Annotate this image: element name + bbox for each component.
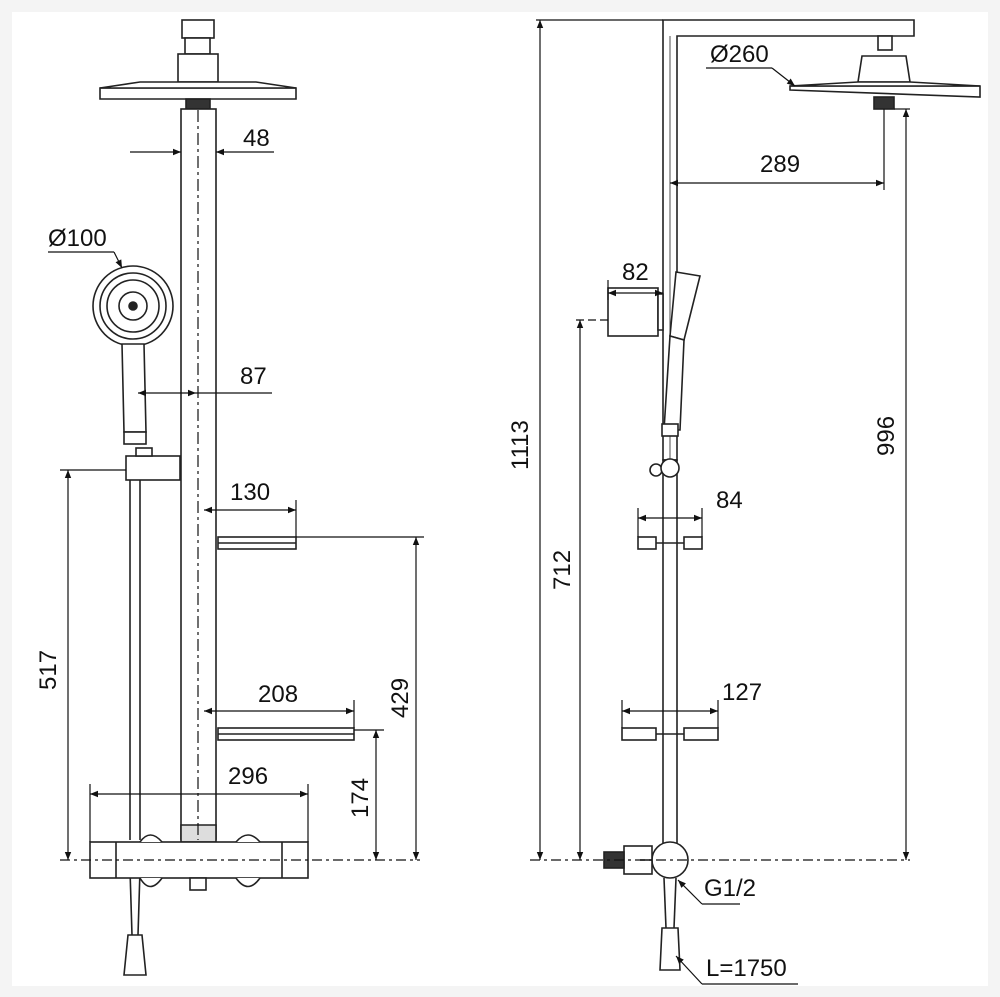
overhead-connector <box>177 19 219 83</box>
dim-overhead-diameter: Ø260 <box>710 41 769 68</box>
front-dimension-labels: 48 Ø100 87 130 208 296 517 429 174 <box>35 125 414 818</box>
dim-total-height: 1113 <box>507 420 534 470</box>
dim-connection: G1/2 <box>704 875 756 902</box>
shelf-bottom <box>217 727 355 741</box>
dim-rail-width: 48 <box>243 125 270 152</box>
shower-hose <box>123 480 147 976</box>
dim-shelf-bottom-height: 174 <box>347 778 374 818</box>
dim-shelf-top-depth: 84 <box>716 487 743 514</box>
dim-shelf-bottom-depth: 127 <box>722 679 762 706</box>
dim-holder-depth: 82 <box>622 259 649 286</box>
side-dimension-lines <box>530 19 910 985</box>
dim-hose-length: L=1750 <box>706 955 787 982</box>
dim-arm-reach: 289 <box>760 151 800 178</box>
side-hand-shower <box>661 271 701 437</box>
dim-mixer-width: 296 <box>228 763 268 790</box>
overhead-shower-head <box>99 81 297 110</box>
shelf-top <box>217 536 297 550</box>
shower-holder <box>125 447 181 481</box>
dim-holder-height: 517 <box>35 650 62 690</box>
dim-shelf-top-width: 130 <box>230 479 270 506</box>
side-shelf-top <box>637 536 703 550</box>
dim-shelf-top-height: 429 <box>387 678 414 718</box>
dim-overhead-height: 996 <box>873 416 900 456</box>
dim-handshower-diameter: Ø100 <box>48 225 107 252</box>
side-shower-holder <box>607 287 664 337</box>
dim-holder-height-side: 712 <box>549 550 576 590</box>
hand-shower <box>92 265 174 445</box>
dim-handshower-offset: 87 <box>240 363 267 390</box>
dim-shelf-bottom-width: 208 <box>258 681 298 708</box>
side-shelf-bottom <box>621 727 719 741</box>
side-hose <box>659 877 681 971</box>
side-dimension-labels: Ø260 289 82 84 127 1113 712 996 G1/2 L=1… <box>507 41 900 982</box>
side-view <box>603 19 981 971</box>
front-dimension-lines <box>48 110 424 861</box>
